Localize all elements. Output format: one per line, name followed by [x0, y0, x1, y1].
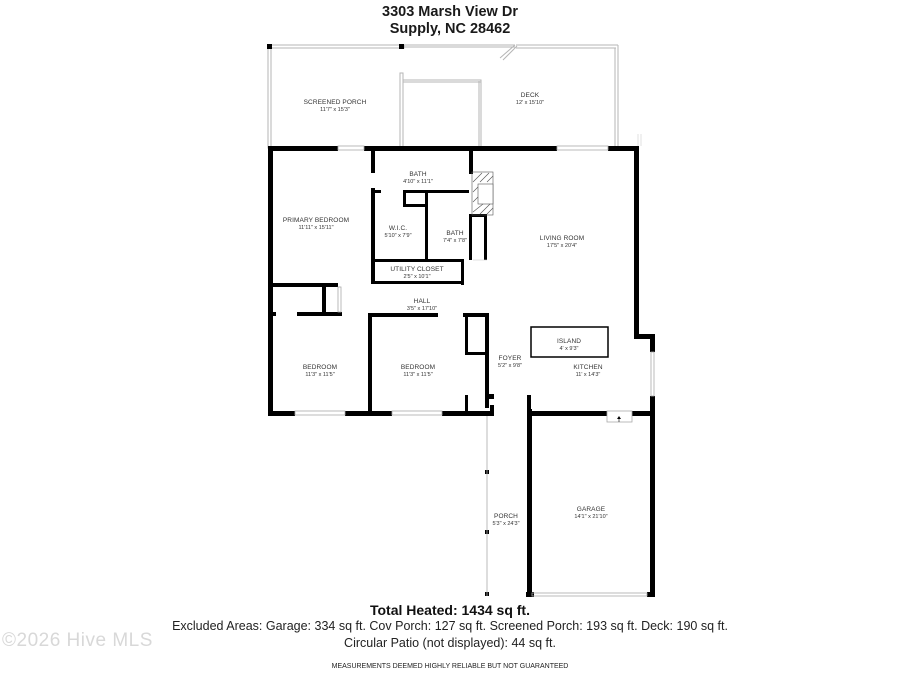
- room-kitchen: KITCHEN 11' x 14'3": [573, 364, 602, 378]
- room-dims: 17'5" x 20'4": [546, 243, 578, 249]
- room-name: LIVING ROOM: [539, 235, 585, 242]
- circular-patio-note: Circular Patio (not displayed): 44 sq ft…: [344, 636, 556, 650]
- room-dims: 5'2" x 9'8": [497, 363, 523, 369]
- room-name: BATH: [446, 230, 464, 237]
- room-screened-porch: SCREENED PORCH 11'7" x 15'3": [304, 99, 367, 113]
- total-heated: Total Heated: 1434 sq ft.: [369, 602, 530, 618]
- room-dims: 2'5" x 10'1": [403, 274, 431, 280]
- porch-post: [399, 44, 404, 49]
- porch-post: [267, 44, 272, 49]
- room-primary-bedroom: PRIMARY BEDROOM 11'11" x 15'11": [283, 217, 349, 231]
- room-hall: HALL 3'5" x 17'10": [407, 298, 437, 312]
- room-island: ISLAND 4' x 9'3": [557, 338, 581, 352]
- room-utility-closet: UTILITY CLOSET 2'5" x 10'1": [390, 266, 443, 280]
- room-garage: GARAGE 14'1" x 21'10": [574, 506, 607, 520]
- mls-watermark: ©2026 Hive MLS: [2, 630, 153, 651]
- room-name: W.I.C.: [388, 225, 408, 232]
- screened-porch-outline: [267, 44, 405, 149]
- windows: [294, 145, 655, 597]
- room-porch: PORCH 5'3" x 24'3": [492, 513, 519, 527]
- room-bath-1: BATH 4'10" x 11'1": [403, 171, 433, 185]
- room-name: BEDROOM: [400, 364, 436, 371]
- room-deck: DECK 12' x 15'10": [516, 92, 544, 106]
- address-line1: 3303 Marsh View Dr: [382, 4, 518, 20]
- excluded-areas: Excluded Areas: Garage: 334 sq ft. Cov P…: [172, 619, 728, 633]
- room-bath-2: BATH 7'4" x 7'8": [443, 230, 467, 244]
- room-dims: 11' x 14'3": [575, 372, 601, 378]
- room-wic: W.I.C. 5'10" x 7'9": [384, 225, 411, 239]
- room-dims: 11'7" x 15'3": [320, 107, 350, 113]
- deck-outline: [402, 44, 619, 146]
- room-name: PORCH: [494, 513, 518, 520]
- room-name: ISLAND: [556, 338, 582, 345]
- room-name: BATH: [409, 171, 427, 178]
- room-dims: 5'3" x 24'3": [492, 521, 520, 527]
- room-dims: 4'10" x 11'1": [403, 179, 433, 185]
- exterior-walls: [268, 146, 655, 597]
- room-dims: 11'11" x 15'11": [298, 225, 334, 231]
- room-dims: 11'3" x 11'5": [403, 372, 433, 378]
- fireplace: [471, 171, 494, 216]
- room-name: BEDROOM: [302, 364, 338, 371]
- room-name: SCREENED PORCH: [303, 99, 367, 106]
- room-dims: 12' x 15'10": [515, 100, 545, 106]
- room-dims: 3'5" x 17'10": [406, 306, 438, 312]
- room-name: PRIMARY BEDROOM: [282, 217, 350, 224]
- room-name: FOYER: [498, 355, 522, 362]
- room-foyer: FOYER 5'2" x 9'8": [498, 355, 522, 369]
- room-bedroom-1: BEDROOM 11'3" x 11'5": [303, 364, 337, 378]
- room-dims: 4' x 9'3": [559, 346, 579, 352]
- room-living-room: LIVING ROOM 17'5" x 20'4": [540, 235, 584, 249]
- measurement-disclaimer: MEASUREMENTS DEEMED HIGHLY RELIABLE BUT …: [331, 663, 569, 670]
- room-dims: 5'10" x 7'9": [384, 233, 412, 239]
- room-bedroom-2: BEDROOM 11'3" x 11'5": [401, 364, 435, 378]
- room-name: UTILITY CLOSET: [390, 266, 444, 273]
- room-name: DECK: [520, 92, 540, 99]
- room-dims: 7'4" x 7'8": [442, 238, 468, 244]
- address-line2: Supply, NC 28462: [389, 21, 511, 37]
- room-dims: 14'1" x 21'10": [574, 514, 608, 520]
- room-name: HALL: [413, 298, 431, 305]
- room-dims: 11'3" x 11'5": [305, 372, 335, 378]
- room-name: GARAGE: [576, 506, 606, 513]
- island-outline: [530, 326, 609, 358]
- garage-entry-arrow: [617, 416, 621, 419]
- room-name: KITCHEN: [573, 364, 603, 371]
